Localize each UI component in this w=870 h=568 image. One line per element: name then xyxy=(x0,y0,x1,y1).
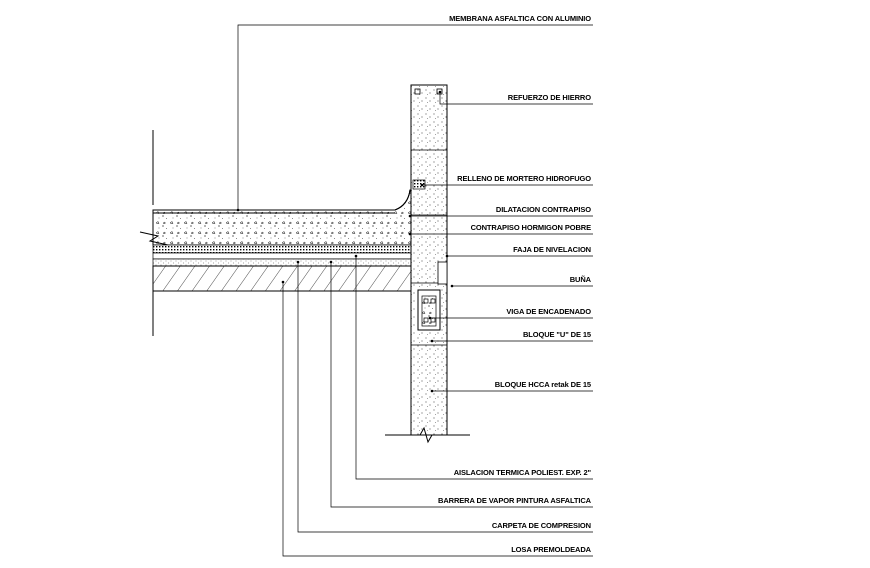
label-viga: VIGA DE ENCADENADO xyxy=(506,307,591,316)
label-carpeta: CARPETA DE COMPRESION xyxy=(492,521,591,530)
label-membrana: MEMBRANA ASFALTICA CON ALUMINIO xyxy=(449,14,591,23)
label-barrera: BARRERA DE VAPOR PINTURA ASFALTICA xyxy=(438,496,592,505)
label-relleno: RELLENO DE MORTERO HIDROFUGO xyxy=(457,174,591,183)
label-refuerzo: REFUERZO DE HIERRO xyxy=(508,93,591,102)
insulation-layers xyxy=(152,252,442,267)
label-contrapiso: CONTRAPISO HORMIGON POBRE xyxy=(471,223,592,232)
contrapiso-layer xyxy=(152,189,414,246)
label-aislacion: AISLACION TERMICA POLIEST. EXP. 2" xyxy=(454,468,592,477)
label-bloque-hcca: BLOQUE HCCA retak DE 15 xyxy=(495,380,591,389)
label-faja: FAJA DE NIVELACION xyxy=(513,245,591,254)
label-bloque-u: BLOQUE "U" DE 15 xyxy=(523,330,591,339)
wall xyxy=(385,84,470,444)
leader-dots xyxy=(236,90,454,393)
leader-lines xyxy=(237,24,593,557)
label-losa: LOSA PREMOLDEADA xyxy=(511,545,591,554)
labels: MEMBRANA ASFALTICA CON ALUMINIO REFUERZO… xyxy=(438,14,592,554)
label-dilatacion: DILATACION CONTRAPISO xyxy=(496,205,591,214)
break-symbol xyxy=(139,231,169,246)
membrane-layer xyxy=(152,244,445,254)
label-buna: BUÑA xyxy=(570,275,592,284)
